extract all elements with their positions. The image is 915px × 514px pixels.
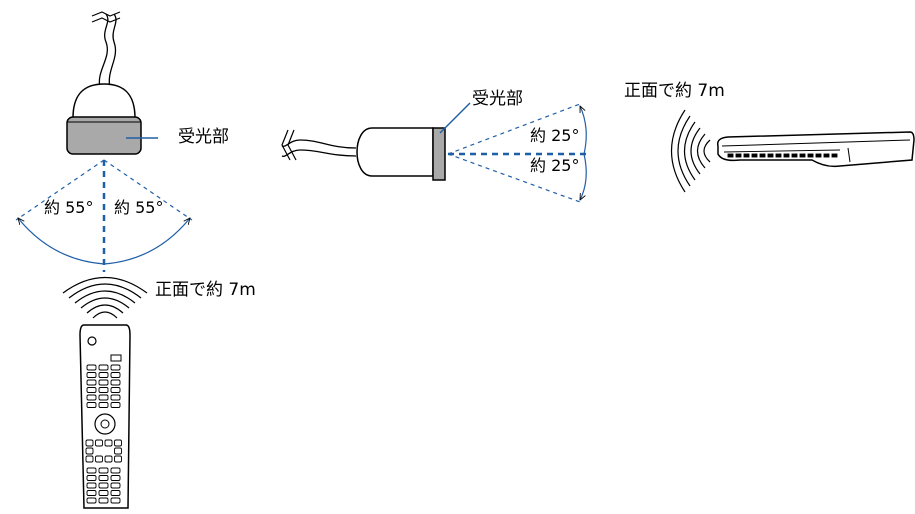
receiver-leader-line-side — [439, 102, 471, 134]
remote-key — [98, 497, 109, 504]
remote-side-key — [823, 153, 830, 158]
remote-key — [114, 447, 122, 455]
remote-side-key — [735, 153, 742, 158]
remote-key — [86, 372, 97, 378]
remote-key — [86, 497, 97, 504]
remote-key — [110, 372, 121, 378]
remote-key — [86, 364, 97, 371]
receiver-body-side — [356, 127, 434, 177]
top-receiver-label: 受光部 — [178, 127, 229, 147]
remote-side-key — [751, 153, 758, 158]
side-receiver-label: 受光部 — [472, 89, 523, 109]
remote-key — [98, 475, 109, 481]
remote-side-key — [775, 153, 782, 158]
top-angle-right-label: 約 55° — [114, 198, 164, 217]
remote-side-key — [767, 153, 774, 158]
remote-key — [98, 364, 109, 371]
side-angle-lower-label: 約 25° — [530, 156, 580, 175]
receiver-window-side — [432, 127, 446, 181]
remote-key — [110, 475, 121, 481]
angle-arc-lower — [579, 153, 587, 200]
angle-arc-upper — [579, 106, 587, 155]
remote-side-key — [791, 153, 798, 158]
receiver-cable — [98, 13, 117, 89]
remote-key — [98, 490, 109, 496]
remote-side-key — [743, 153, 750, 158]
side-distance-label: 正面で約 7m — [624, 81, 725, 101]
remote-key — [104, 439, 113, 447]
remote-side-key — [727, 153, 734, 158]
top-view-group — [15, 11, 193, 509]
remote-key — [86, 387, 97, 393]
remote-key — [86, 402, 97, 408]
remote-side-key — [831, 153, 838, 158]
angle-arc-right — [103, 218, 190, 265]
signal-waves-side-icon — [670, 109, 711, 193]
remote-side-key — [799, 153, 806, 158]
remote-key — [86, 467, 97, 474]
remote-key — [110, 379, 121, 386]
remote-key — [98, 387, 109, 393]
remote-key — [114, 439, 122, 447]
remote-key — [86, 379, 97, 386]
remote-key — [98, 467, 109, 474]
top-distance-label: 正面で約 7m — [155, 280, 256, 300]
beam-right-edge — [103, 159, 193, 221]
remote-key — [98, 394, 109, 401]
remote-side-key — [759, 153, 766, 158]
remote-key — [95, 455, 103, 463]
remote-key — [86, 490, 97, 496]
remote-key — [86, 475, 97, 481]
remote-control-front — [79, 324, 131, 509]
remote-key — [110, 497, 121, 504]
remote-side-key — [815, 153, 822, 158]
receiver-window — [66, 116, 142, 155]
top-angle-left-label: 約 55° — [44, 198, 94, 217]
side-remote-group — [670, 109, 915, 193]
remote-key — [98, 482, 109, 489]
beam-left-edge — [15, 159, 105, 221]
remote-key — [110, 402, 121, 408]
remote-key — [85, 439, 94, 447]
side-angle-upper-label: 約 25° — [530, 126, 580, 145]
power-button-icon — [87, 336, 97, 346]
remote-key — [110, 490, 121, 496]
remote-key — [98, 379, 109, 386]
side-view-group — [281, 102, 590, 203]
remote-side-key — [783, 153, 790, 158]
remote-key — [86, 394, 97, 401]
remote-key — [110, 467, 121, 474]
remote-key — [110, 387, 121, 393]
receiver-dome — [72, 83, 136, 119]
remote-key — [95, 439, 103, 447]
angle-arc-left — [18, 218, 105, 265]
remote-key — [98, 402, 109, 408]
remote-key — [110, 482, 121, 489]
remote-side-key — [807, 153, 814, 158]
remote-key — [110, 394, 121, 401]
remote-key — [110, 364, 121, 371]
remote-keypad — [85, 364, 122, 504]
remote-key — [114, 455, 122, 463]
remote-key — [104, 455, 113, 463]
receiver-cable-side — [281, 139, 357, 157]
remote-key — [98, 372, 109, 378]
remote-key — [86, 482, 97, 489]
remote-control-side — [716, 131, 915, 168]
remote-key — [85, 455, 94, 463]
signal-waves-icon — [62, 276, 148, 319]
remote-key — [85, 447, 94, 455]
